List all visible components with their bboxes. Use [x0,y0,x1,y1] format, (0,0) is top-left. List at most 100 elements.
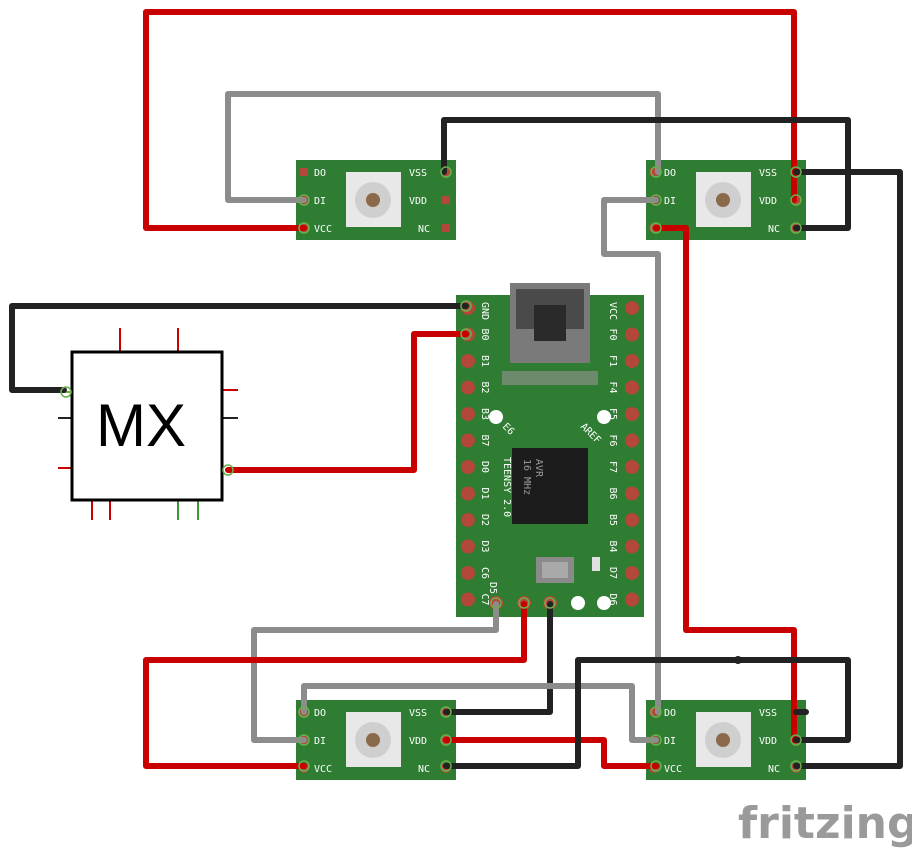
endpoint [790,166,802,178]
led-die [716,733,730,747]
label-vss: VSS [409,168,427,179]
endpoint [298,194,310,206]
teensy-pin-label: D0 [479,461,490,473]
teensy-pin-b1 [461,354,475,368]
pin-pad [300,168,308,176]
usb-tongue [534,305,566,341]
teensy-pin-label: D3 [479,541,490,553]
label-vcc: VCC [314,764,332,775]
label-vcc: VCC [664,764,682,775]
endpoint [440,166,452,178]
endpoint [298,222,310,234]
teensy-pin-label: D6 [607,594,618,606]
teensy-pin-c7 [461,592,475,607]
teensy-pin-label: B7 [479,435,490,447]
teensy-pin-label: GND [479,302,490,320]
endpoint [490,597,502,609]
teensy-pin-c6 [461,566,475,580]
label-do: DO [314,168,326,179]
label-vss: VSS [759,168,777,179]
wire-black [443,601,553,715]
teensy-pin-b6 [625,486,639,501]
wire-black [793,169,903,769]
teensy-board: AVR 16 MHz TEENSY 2.0 E6 AREF GNDB0B1B2B… [456,283,644,617]
teensy-pin-label: B1 [479,355,490,367]
endpoint [440,760,452,772]
chip-line-2: 16 MHz [521,459,532,495]
endpoint [650,760,662,772]
endpoint [518,597,530,609]
label-do: DO [314,708,326,719]
teensy-pin-label: F1 [607,355,618,367]
teensy-pin-label: B2 [479,382,490,394]
teensy-pin-f7 [625,460,639,474]
wires [9,9,903,769]
usb-base [502,371,598,385]
endpoint [790,760,802,772]
status-led [592,557,600,571]
pin-pad [442,224,450,232]
led-module-bottom-left: DO DI VCC VSS VDD NC [296,700,456,780]
teensy-pin-d1 [461,486,475,501]
teensy-pin-label: F5 [607,408,618,420]
teensy-pin-b5 [625,513,639,527]
teensy-pin-b2 [461,380,475,395]
endpoint [650,706,662,718]
teensy-pin-label: F6 [607,435,618,447]
label-di: DI [314,736,326,747]
wire-red [143,9,797,231]
endpoint [460,328,472,340]
label-nc: NC [418,764,430,775]
teensy-pin-f4 [625,380,639,395]
teensy-pin-label: F4 [607,382,618,394]
bottom-pin-hole [597,596,611,610]
teensy-pin-vcc [625,301,639,315]
teensy-pin-d3 [461,539,475,554]
teensy-pin-label: C6 [479,567,490,579]
teensy-pin-f1 [625,354,639,368]
led-die [366,193,380,207]
endpoint [298,706,310,718]
endpoint [222,464,234,476]
wire-black [9,303,469,393]
avr-chip [512,448,588,524]
teensy-pin-label: D1 [479,488,490,500]
endpoint [650,734,662,746]
board-name: TEENSY 2.0 [501,457,512,517]
wire-red [225,331,469,473]
teensy-pin-label: C7 [479,594,490,606]
label-do: DO [664,708,676,719]
teensy-pin-f6 [625,433,639,448]
led-module-top-left: DO DI VCC VSS VDD NC [296,160,456,240]
wire-red [443,737,659,769]
e6-hole [489,410,503,424]
teensy-pin-f5 [625,407,639,421]
endpoint [460,300,472,312]
fritzing-logo: fritzing [738,798,912,849]
label-nc: NC [768,224,780,235]
teensy-pin-d0 [461,460,475,474]
teensy-pin-f0 [625,327,639,342]
teensy-pin-d2 [461,513,475,527]
wire-gray [301,683,659,743]
d5-label: D5 [487,582,498,594]
label-nc: NC [418,224,430,235]
wire-red [653,225,797,743]
led-module-bottom-right: DO DI VCC VSS VDD NC [646,700,806,780]
label-do: DO [664,168,676,179]
chip-line-1: AVR [533,459,544,478]
wire-red [143,601,527,769]
endpoint [440,706,452,718]
endpoint [650,166,662,178]
label-nc: NC [768,764,780,775]
wire-endpoints [60,166,802,772]
wire-gray [251,601,499,743]
endpoint [790,222,802,234]
label-vdd: VDD [409,736,427,747]
endpoint [790,734,802,746]
teensy-pin-label: B4 [607,541,618,553]
teensy-pin-label: B6 [607,488,618,500]
